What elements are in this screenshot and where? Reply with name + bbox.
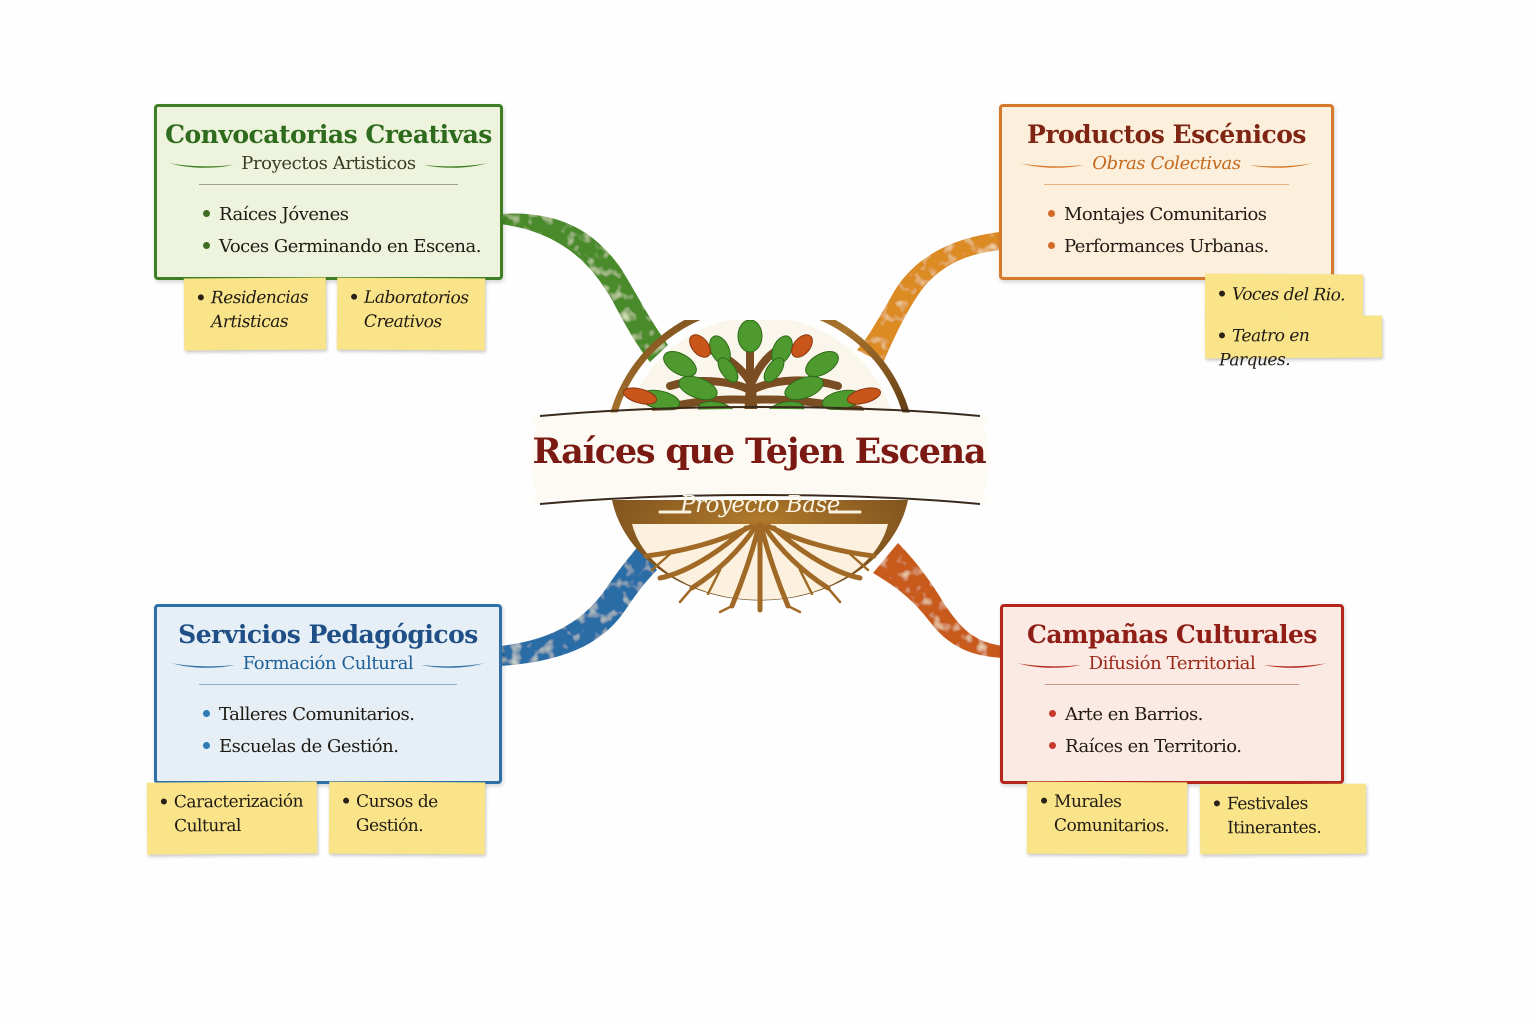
list-item: Voces Germinando en Escena. xyxy=(203,231,500,263)
divider xyxy=(1044,184,1289,185)
branch-title: Convocatorias Creativas xyxy=(165,120,492,149)
bullet-icon xyxy=(1213,799,1220,806)
bullet-icon xyxy=(1048,209,1055,217)
swash-left-icon xyxy=(170,663,235,668)
note-line: Itinerantes. xyxy=(1226,817,1322,839)
sticky-note[interactable]: Laboratorios Creativos xyxy=(336,277,486,351)
bullet-icon xyxy=(203,741,210,749)
branch-subtitle: Formación Cultural xyxy=(242,653,414,674)
note-line: Artisticas xyxy=(210,311,289,333)
branch-items: Talleres Comunitarios. Escuelas de Gesti… xyxy=(157,699,499,763)
list-item: Raíces Jóvenes xyxy=(203,199,500,231)
swash-right-icon xyxy=(421,663,486,668)
title-banner xyxy=(530,406,990,505)
branch-subtitle: Obras Colectivas xyxy=(1092,153,1241,174)
sticky-note[interactable]: Murales Comunitarios. xyxy=(1026,781,1188,855)
branch-title: Campañas Culturales xyxy=(1026,620,1318,649)
bullet-icon xyxy=(160,797,167,804)
sticky-note[interactable]: Residencias Artisticas xyxy=(183,277,327,351)
list-item: Performances Urbanas. xyxy=(1048,231,1331,263)
bullet-icon xyxy=(203,209,210,217)
divider xyxy=(1045,684,1299,685)
swash-right-icon xyxy=(423,163,488,168)
swash-right-icon xyxy=(1263,663,1328,668)
bullet-icon xyxy=(351,293,358,300)
divider xyxy=(199,684,457,685)
sticky-note[interactable]: Festivales Itinerantes. xyxy=(1199,783,1367,855)
divider xyxy=(199,184,458,185)
branch-card-campanas[interactable]: Campañas Culturales Difusión Territorial… xyxy=(1000,604,1344,784)
swash-left-icon xyxy=(169,163,234,168)
bullet-icon xyxy=(197,293,204,300)
note-line: Murales xyxy=(1054,791,1122,813)
branch-title: Servicios Pedagógicos xyxy=(178,620,478,649)
branch-title: Productos Escénicos xyxy=(1027,120,1306,149)
bullet-icon xyxy=(343,797,350,804)
swash-right-icon xyxy=(1248,163,1313,168)
sticky-note[interactable]: Cursos de Gestión. xyxy=(328,781,486,855)
note-line: Laboratorios xyxy=(364,287,469,309)
bullet-icon xyxy=(203,241,210,249)
sticky-note[interactable]: Voces del Rio. xyxy=(1204,273,1364,319)
branch-items: Arte en Barrios. Raíces en Territorio. xyxy=(1003,699,1341,763)
list-item: Escuelas de Gestión. xyxy=(203,731,499,763)
swash-left-icon xyxy=(1020,163,1085,168)
connector-productos xyxy=(857,232,1000,363)
branch-card-productos[interactable]: Productos Escénicos Obras Colectivas Mon… xyxy=(999,104,1334,280)
note-line: Cursos de xyxy=(356,791,438,813)
bullet-icon xyxy=(1049,709,1056,717)
bullet-icon xyxy=(203,709,210,717)
connector-servicios xyxy=(500,544,657,666)
sticky-note[interactable]: Teatro en Parques. xyxy=(1204,315,1383,370)
branch-subtitle: Difusión Territorial xyxy=(1088,653,1256,674)
bullet-icon xyxy=(1041,797,1048,804)
bullet-icon xyxy=(1218,331,1226,338)
note-line: Caracterización xyxy=(173,791,304,813)
list-item: Raíces en Territorio. xyxy=(1049,731,1341,763)
note-line: Residencias xyxy=(210,287,309,309)
list-item: Montajes Comunitarios xyxy=(1048,199,1331,231)
center-subtitle: Proyecto Base xyxy=(680,492,840,518)
branch-items: Montajes Comunitarios Performances Urban… xyxy=(1002,199,1331,263)
center-title: Raíces que Tejen Escena xyxy=(532,431,986,472)
note-line: Teatro en Parques. xyxy=(1219,325,1310,371)
note-line: Creativos xyxy=(363,311,442,333)
roots-icon xyxy=(612,500,908,614)
note-line: Cultural xyxy=(173,815,242,837)
bullet-icon xyxy=(1049,741,1056,749)
note-line: Gestión. xyxy=(355,815,424,837)
branch-card-servicios[interactable]: Servicios Pedagógicos Formación Cultural… xyxy=(154,604,502,784)
swash-left-icon xyxy=(1016,663,1081,668)
central-emblem xyxy=(530,320,990,614)
tree-crown-icon xyxy=(608,320,912,424)
branch-card-convocatorias[interactable]: Convocatorias Creativas Proyectos Artist… xyxy=(154,104,503,280)
branch-items: Raíces Jóvenes Voces Germinando en Escen… xyxy=(157,199,500,263)
bullet-icon xyxy=(1218,290,1226,297)
connector-campanas xyxy=(873,543,1003,658)
list-item: Arte en Barrios. xyxy=(1049,699,1341,731)
sticky-note[interactable]: Caracterización Cultural xyxy=(146,781,318,855)
note-line: Festivales xyxy=(1226,793,1308,815)
note-line: Voces del Rio. xyxy=(1231,284,1346,306)
connector-convocatorias xyxy=(500,213,668,362)
note-line: Comunitarios. xyxy=(1053,815,1170,837)
list-item: Talleres Comunitarios. xyxy=(203,699,499,731)
branch-subtitle: Proyectos Artisticos xyxy=(241,153,416,174)
bullet-icon xyxy=(1048,241,1055,249)
